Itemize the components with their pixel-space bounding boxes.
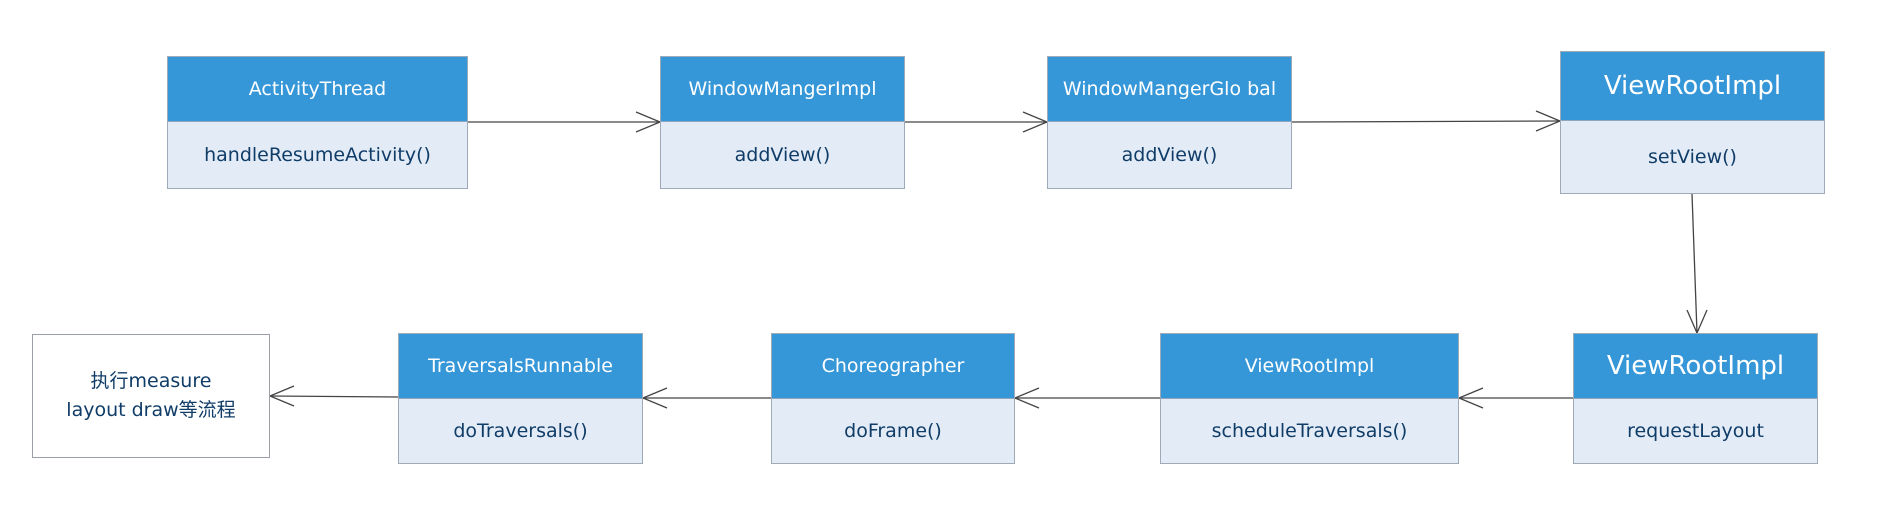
traversalsrunnable-node: TraversalsRunnable doTraversals()	[398, 333, 643, 464]
node-method: handleResumeActivity()	[204, 144, 431, 166]
end-note-line-1: 执行measure	[90, 370, 212, 392]
windowmangerglobal-node: WindowMangerGlo bal addView()	[1047, 56, 1292, 189]
end-note: 执行measure layout draw等流程	[32, 334, 270, 458]
node-title: TraversalsRunnable	[399, 334, 642, 399]
viewrootimpl-setview-node: ViewRootImpl setView()	[1560, 51, 1825, 194]
arrowhead	[1013, 387, 1040, 409]
arrowhead	[1457, 387, 1484, 409]
node-title: ActivityThread	[168, 57, 467, 122]
arrowhead	[268, 385, 295, 407]
viewrootimpl-scheduletraversals-node: ViewRootImpl scheduleTraversals()	[1160, 333, 1459, 464]
end-note-line-2: layout draw等流程	[66, 399, 236, 421]
activitythread-node: ActivityThread handleResumeActivity()	[167, 56, 468, 189]
node-title: WindowMangerImpl	[661, 57, 904, 122]
edge-viewrootimpl-to-viewrootimpl-request	[1691, 193, 1698, 334]
node-method: addView()	[1121, 144, 1218, 166]
node-method: doFrame()	[844, 420, 942, 442]
node-method: scheduleTraversals()	[1211, 420, 1408, 442]
node-title: ViewRootImpl	[1574, 334, 1817, 399]
arrowhead	[641, 387, 668, 409]
node-title: Choreographer	[772, 334, 1014, 399]
node-method: doTraversals()	[453, 420, 588, 442]
node-title: WindowMangerGlo bal	[1048, 57, 1291, 122]
node-title: ViewRootImpl	[1561, 52, 1824, 121]
edge-windowmangerglobal-to-viewrootimpl	[1291, 120, 1561, 123]
windowmangerimpl-node: WindowMangerImpl addView()	[660, 56, 905, 189]
viewrootimpl-requestlayout-node: ViewRootImpl requestLayout	[1573, 333, 1818, 464]
end-note-text: 执行measure layout draw等流程	[66, 367, 235, 425]
node-method: setView()	[1648, 146, 1737, 168]
node-method: requestLayout	[1627, 420, 1764, 442]
edge-traversalsrunnable-to-note	[269, 395, 399, 398]
choreographer-node: Choreographer doFrame()	[771, 333, 1015, 464]
node-title: ViewRootImpl	[1161, 334, 1458, 399]
node-method: addView()	[734, 144, 831, 166]
